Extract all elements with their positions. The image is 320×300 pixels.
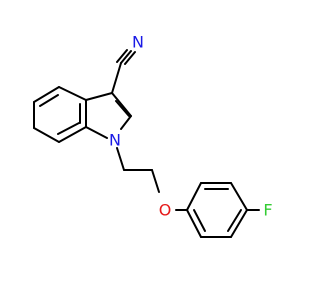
bond-c3a-c3 — [85, 92, 113, 101]
bond-c2-n1 — [120, 115, 132, 130]
bond-ar-6 — [186, 209, 202, 238]
atom-labels: N N O F — [109, 33, 273, 220]
bond-ar-4 — [230, 209, 248, 238]
bond-ar-3 — [230, 182, 248, 211]
bond-ar-1 — [186, 182, 202, 211]
benzo-ring — [33, 86, 87, 143]
bond-ch2-o — [151, 169, 160, 193]
bond-triple-3 — [124, 51, 136, 65]
bond-c3-c2 — [111, 92, 132, 117]
bond-ar-6-inner — [193, 209, 206, 232]
bond-triple-2 — [120, 50, 132, 64]
bond-c3a-c4 — [58, 86, 87, 101]
bond-ar-4-inner — [227, 209, 242, 232]
indole-n-label: N — [109, 131, 121, 150]
bond-c4-c5 — [33, 86, 60, 103]
fluorine-label: F — [263, 201, 272, 220]
bond-c3-cn — [111, 62, 122, 94]
bond-c3-c2-inner — [115, 100, 130, 117]
nitrile-group — [111, 49, 136, 94]
ether-o-label: O — [159, 201, 172, 220]
molecule-drawing: N N O F — [33, 33, 273, 238]
bond-c7-c7a — [58, 126, 87, 143]
structure-canvas: N N O F — [33, 33, 273, 238]
fluorophenyl-ring — [186, 182, 260, 238]
ethyl-linker — [116, 147, 188, 211]
bond-c6-c7 — [33, 127, 60, 143]
bond-triple-1 — [116, 49, 128, 63]
bond-c7-c7a-inner — [57, 122, 80, 135]
bond-n1-c7a — [85, 126, 108, 139]
bond-n1-ch2 — [116, 147, 125, 171]
bond-c4-c5-inner — [39, 94, 59, 107]
pyrrole-ring — [85, 92, 132, 139]
nitrile-n-label: N — [132, 33, 144, 52]
